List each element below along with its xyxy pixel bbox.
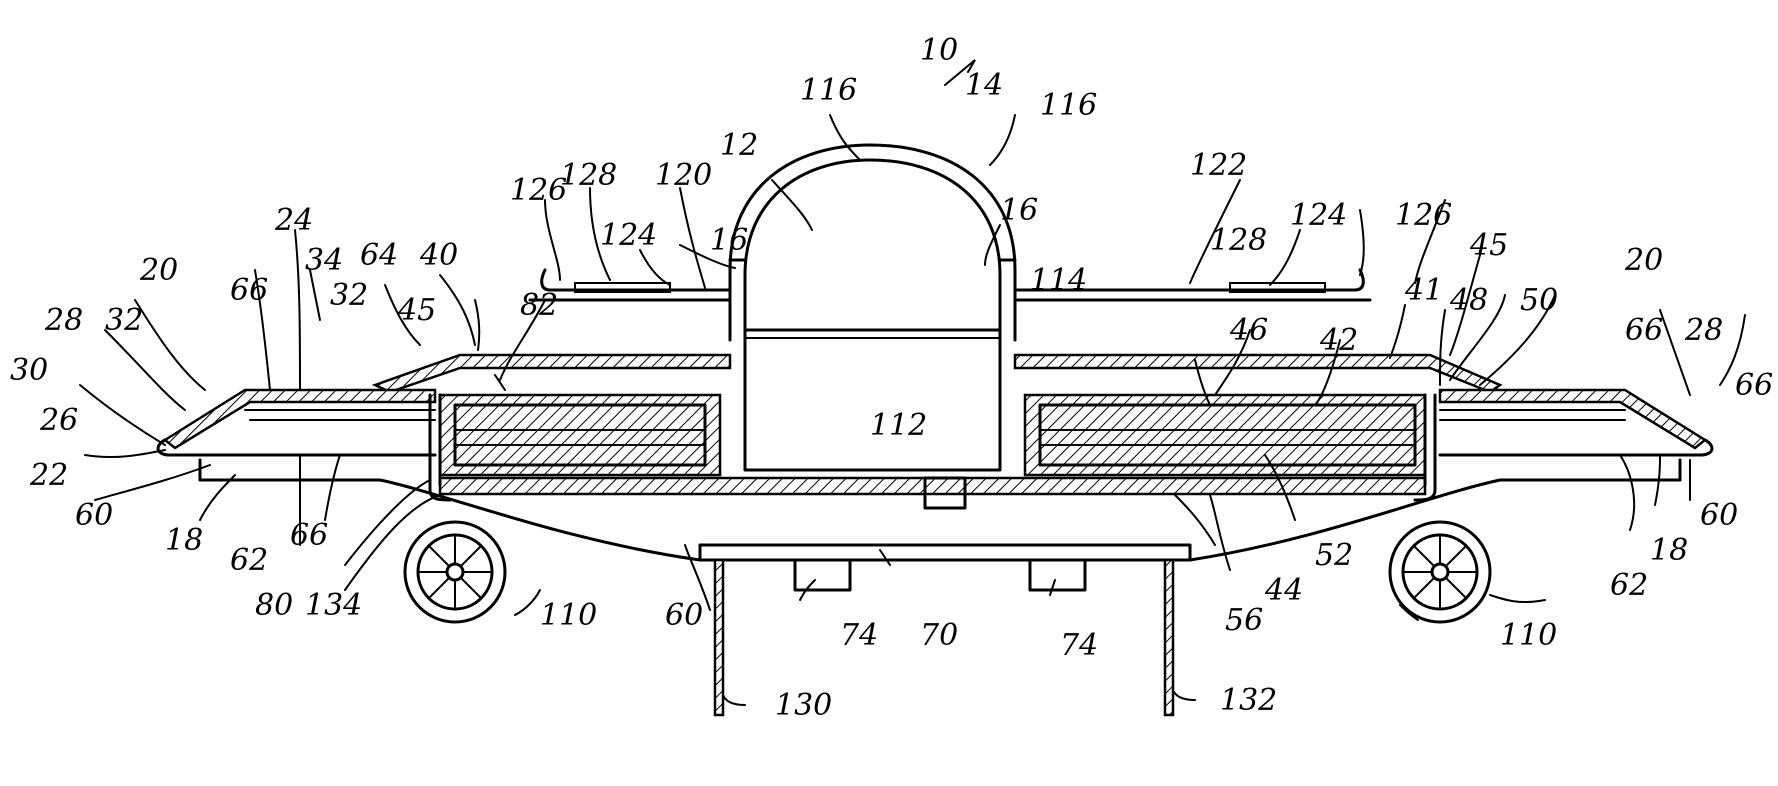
base-plate xyxy=(438,476,1427,510)
label-40: 40 xyxy=(419,238,458,273)
reference-numerals: 10 116 14 116 12 126 128 120 124 16 16 1… xyxy=(10,33,1773,723)
right-wing xyxy=(1023,388,1714,477)
label-124-right: 124 xyxy=(1290,198,1347,233)
label-126-left: 126 xyxy=(510,173,567,208)
label-116-left: 116 xyxy=(800,73,857,108)
label-42: 42 xyxy=(1319,323,1358,358)
label-110-left: 110 xyxy=(540,598,597,633)
label-110-right: 110 xyxy=(1500,618,1557,653)
label-20-right: 20 xyxy=(1624,243,1663,278)
wheel-left xyxy=(403,520,507,624)
lower-frame xyxy=(198,458,1682,562)
label-64: 64 xyxy=(360,238,398,273)
label-24: 24 xyxy=(274,203,313,238)
label-132: 132 xyxy=(1220,683,1277,718)
label-126-right: 126 xyxy=(1395,198,1452,233)
label-22: 22 xyxy=(29,458,68,493)
label-62-right: 62 xyxy=(1610,568,1648,603)
label-16-left: 16 xyxy=(710,223,748,258)
label-66-topleft: 66 xyxy=(230,273,268,308)
vertical-rods xyxy=(428,393,1437,502)
label-45-left: 45 xyxy=(397,293,436,328)
legs xyxy=(713,558,1175,717)
label-66-farright: 66 xyxy=(1735,368,1773,403)
label-116-right: 116 xyxy=(1040,88,1097,123)
label-18-right: 18 xyxy=(1650,533,1688,568)
label-41: 41 xyxy=(1404,273,1443,308)
label-26: 26 xyxy=(39,403,78,438)
wheel-right xyxy=(1388,520,1492,624)
label-28-left: 28 xyxy=(44,303,83,338)
label-46: 46 xyxy=(1229,313,1268,348)
blocks xyxy=(793,558,1087,592)
label-48: 48 xyxy=(1449,283,1488,318)
label-80: 80 xyxy=(255,588,293,623)
label-20-left: 20 xyxy=(139,253,178,288)
label-114: 114 xyxy=(1030,263,1087,298)
label-128-right: 128 xyxy=(1210,223,1267,258)
label-10: 10 xyxy=(920,33,958,68)
label-128-left: 128 xyxy=(560,158,617,193)
label-12: 12 xyxy=(720,128,758,163)
label-30: 30 xyxy=(10,353,48,388)
inner-chamber xyxy=(743,328,1002,472)
label-82: 82 xyxy=(520,288,558,323)
label-130: 130 xyxy=(775,688,832,723)
label-120: 120 xyxy=(655,158,712,193)
label-50: 50 xyxy=(1520,283,1558,318)
label-32-a: 32 xyxy=(105,303,143,338)
label-56: 56 xyxy=(1225,603,1263,638)
label-52: 52 xyxy=(1315,538,1353,573)
label-70: 70 xyxy=(920,618,958,653)
label-74-left: 74 xyxy=(840,618,878,653)
label-112: 112 xyxy=(870,408,927,443)
label-14: 14 xyxy=(965,68,1003,103)
leader-lines xyxy=(79,59,1746,706)
label-16-right: 16 xyxy=(1000,193,1038,228)
label-45-right: 45 xyxy=(1469,228,1508,263)
label-60-center: 60 xyxy=(665,598,703,633)
label-134: 134 xyxy=(305,588,362,623)
label-66-bottomleft: 66 xyxy=(290,518,328,553)
label-60-left: 60 xyxy=(75,498,113,533)
label-122: 122 xyxy=(1190,148,1247,183)
label-74-right: 74 xyxy=(1060,628,1098,663)
label-34: 34 xyxy=(305,243,343,278)
label-60-right: 60 xyxy=(1700,498,1738,533)
label-44: 44 xyxy=(1264,573,1303,608)
label-62-left: 62 xyxy=(230,543,268,578)
label-32-b: 32 xyxy=(330,278,368,313)
label-18-left: 18 xyxy=(165,523,203,558)
label-124-left: 124 xyxy=(600,218,657,253)
left-wing xyxy=(156,388,722,477)
label-28-right: 28 xyxy=(1684,313,1723,348)
label-66-topright: 66 xyxy=(1625,313,1663,348)
dome xyxy=(728,143,1017,342)
